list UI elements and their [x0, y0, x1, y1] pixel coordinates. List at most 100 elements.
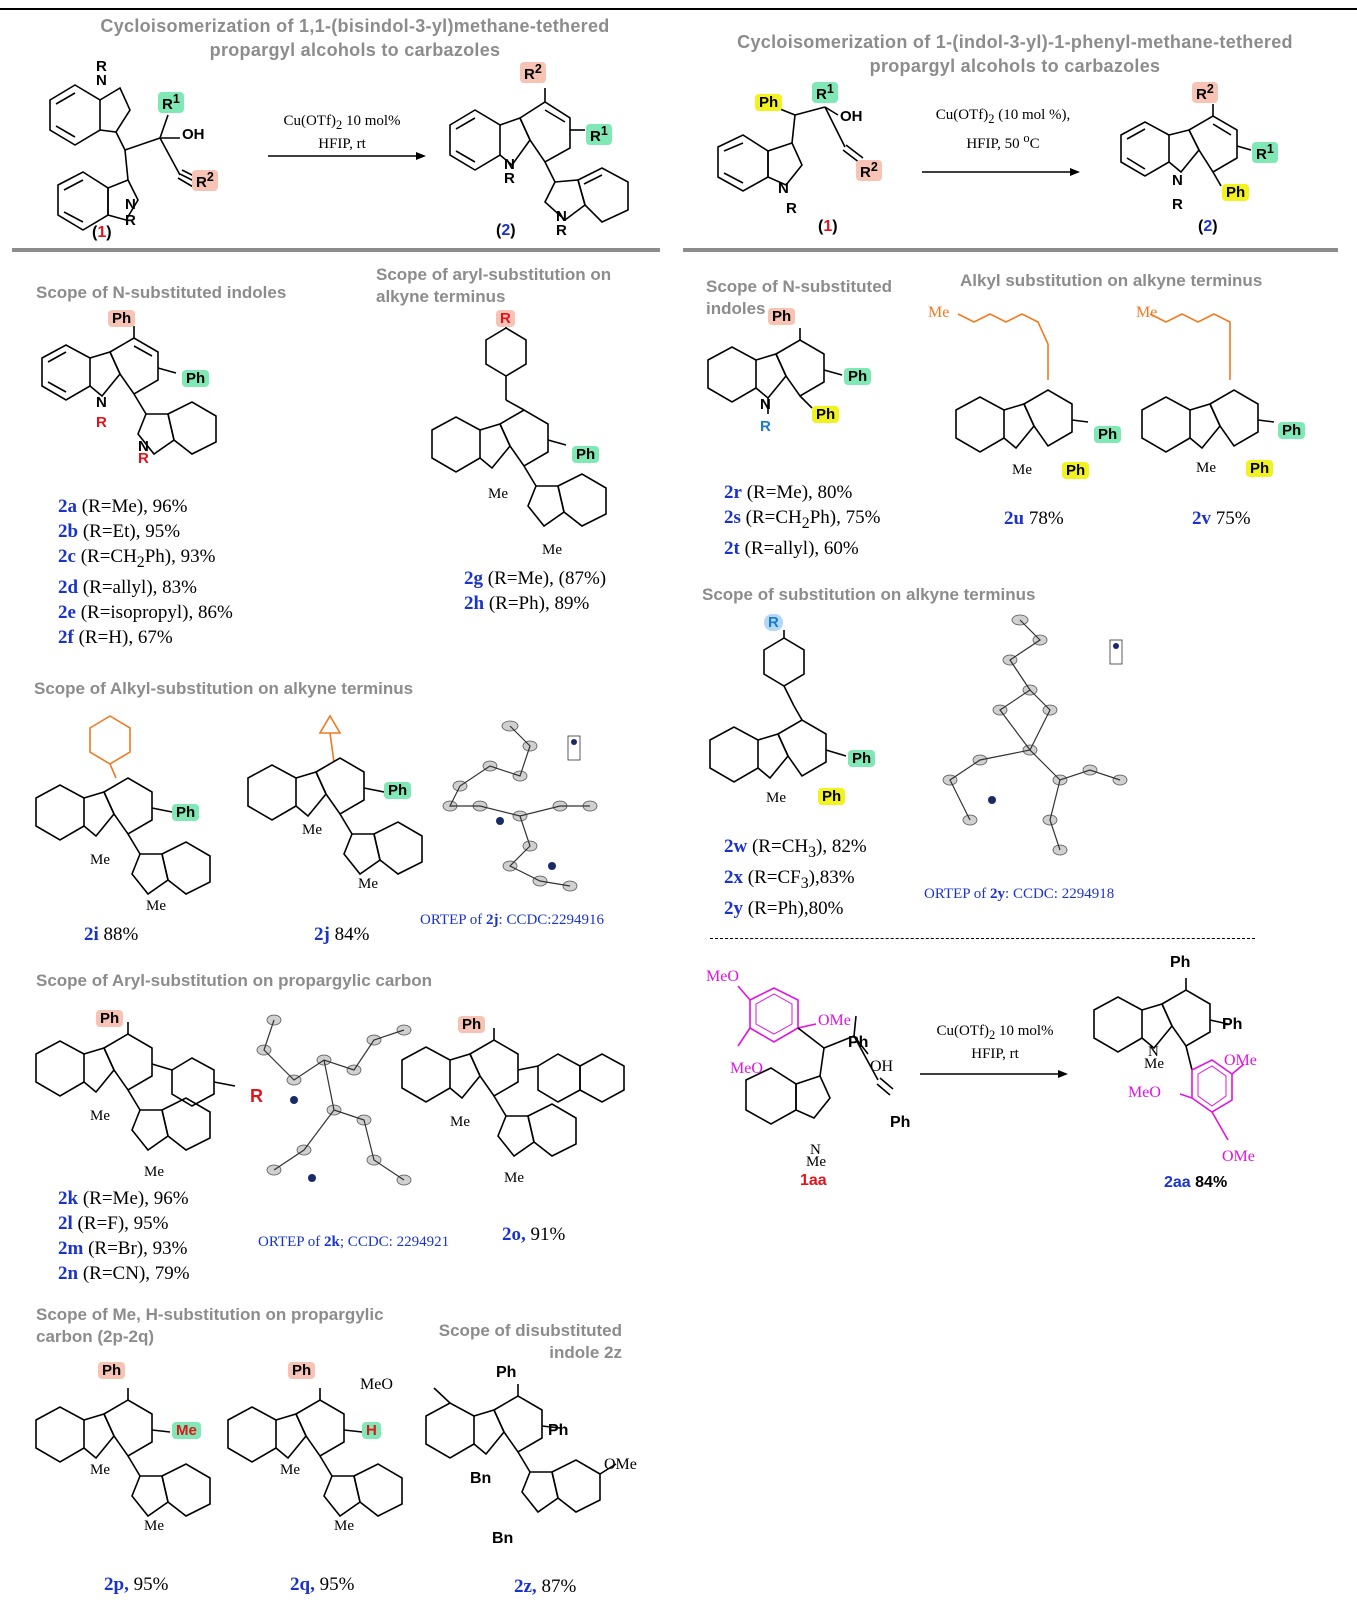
- r2-tag: R2: [520, 62, 546, 83]
- atom-label: R: [125, 212, 136, 229]
- meo-label: MeO: [360, 1376, 393, 1393]
- atom-label: N: [504, 156, 515, 173]
- bn-label: Bn: [470, 1470, 492, 1487]
- structure-2j: [247, 714, 423, 876]
- right-conditions: Cu(OTf)2 (10 mol %), HFIP, 50 oC: [935, 107, 1071, 152]
- ph-tag: Ph: [1062, 462, 1090, 479]
- ph-tag: Ph: [1246, 460, 1274, 477]
- right-divider: [683, 248, 1338, 252]
- me-label: Me: [90, 1462, 110, 1478]
- ph-tag: Ph: [1222, 184, 1250, 201]
- meo-label: MeO: [730, 1060, 763, 1077]
- left-reaction-arrow: [268, 152, 426, 160]
- ph-tag: Ph: [172, 804, 200, 821]
- me-label: Me: [334, 1518, 354, 1534]
- me-label: Me: [928, 304, 950, 321]
- oh-label: OH: [870, 1058, 894, 1075]
- me-label: Me: [90, 852, 110, 868]
- structure-2v: [1141, 313, 1275, 453]
- ph-tag: Ph: [768, 308, 796, 325]
- compound-list-2w-2y: 2w (R=CH3), 82% 2x (R=CF3),83% 2y (R=Ph)…: [724, 836, 867, 919]
- left-sm-label: (1): [92, 224, 112, 241]
- section-meh: Scope of Me, H-substitution on propargyl…: [36, 1305, 384, 1346]
- r-label: R: [96, 414, 107, 431]
- ph-label: Ph: [848, 1034, 869, 1051]
- structure-1aa: [737, 985, 894, 1125]
- ph-tag: Ph: [96, 1010, 124, 1027]
- atom-label: N: [778, 180, 789, 197]
- me-label: Me: [358, 876, 378, 892]
- structure-2r: [707, 328, 843, 414]
- me-label: Me: [144, 1518, 164, 1534]
- ph-tag: Ph: [572, 446, 600, 463]
- compound-2u: 2u 78%: [1004, 508, 1064, 529]
- ome-label: OMe: [818, 1012, 851, 1029]
- atom-label: R: [556, 222, 567, 239]
- right-sm-label: (1): [818, 218, 838, 235]
- me-label: Me: [488, 486, 508, 502]
- left-conditions: Cu(OTf)2 10 mol% HFIP, rt: [283, 113, 401, 152]
- meo-label: MeO: [1128, 1084, 1161, 1101]
- ortep-2k-caption: ORTEP of 2k; CCDC: 2294921: [258, 1234, 450, 1250]
- r2-tag: R2: [192, 170, 218, 191]
- ph-tag: Ph: [108, 310, 136, 327]
- ph-label: Ph: [1222, 1016, 1243, 1033]
- me-label: Me: [302, 822, 322, 838]
- atom-label: N: [96, 72, 107, 89]
- oh-label: OH: [182, 126, 205, 143]
- r-tag: R: [496, 310, 515, 327]
- me-label: Me: [1012, 462, 1032, 478]
- structure-2o: [401, 1028, 625, 1158]
- r-tag: R: [764, 614, 783, 631]
- ortep-2j-image: [442, 720, 598, 892]
- ph-tag: Ph: [288, 1362, 316, 1379]
- me-label: Me: [280, 1462, 300, 1478]
- compound-2o: 2o, 91%: [502, 1224, 566, 1245]
- r-label: R: [760, 418, 771, 435]
- right-product-label: (2): [1198, 218, 1218, 235]
- ph-tag: Ph: [818, 788, 846, 805]
- section-n-sub: Scope of N-substituted indoles: [36, 283, 287, 302]
- compound-list-2a-2f: 2a (R=Me), 96% 2b (R=Et), 95% 2c (R=CH2P…: [58, 496, 233, 648]
- r1-tag: R1: [158, 92, 184, 113]
- atom-label: N: [1148, 1044, 1159, 1060]
- compound-list-2r-2t: 2r (R=Me), 80% 2s (R=CH2Ph), 75% 2t (R=a…: [724, 482, 881, 559]
- atom-label: N: [96, 394, 107, 411]
- left-scheme-title: Cycloisomerization of 1,1-(bisindol-3-yl…: [100, 16, 610, 60]
- ph-tag: Ph: [848, 750, 876, 767]
- ph-label: Ph: [890, 1114, 911, 1131]
- atom-label: R: [1172, 196, 1183, 213]
- atom-label: N: [138, 438, 149, 455]
- structure-2u: [955, 313, 1089, 453]
- r1-tag: R1: [812, 82, 838, 103]
- ph-tag: Ph: [384, 782, 412, 799]
- me-tag: Me: [172, 1422, 201, 1439]
- right-sm-structure: [717, 104, 864, 192]
- me-label: Me: [806, 1154, 826, 1170]
- me-label: Me: [450, 1114, 470, 1130]
- structure-2p: [35, 1388, 211, 1518]
- atom-label: R: [96, 58, 107, 75]
- compound-1aa: 1aa: [800, 1172, 827, 1189]
- structure-2k: [35, 1022, 236, 1152]
- h-tag: H: [362, 1422, 381, 1439]
- compound-2q: 2q, 95%: [290, 1574, 355, 1595]
- r-label: R: [250, 1086, 263, 1106]
- ortep-2y-image: [942, 614, 1128, 856]
- me-label: Me: [766, 790, 786, 806]
- ome-label: OMe: [1224, 1052, 1257, 1069]
- r-label: R: [138, 450, 149, 467]
- final-reaction-arrow: [920, 1070, 1068, 1078]
- bn-label: Bn: [492, 1530, 514, 1547]
- atom-label: N: [1172, 172, 1183, 189]
- r1-tag: R1: [586, 124, 612, 145]
- ph-tag: Ph: [1094, 426, 1122, 443]
- ortep-2j-caption: ORTEP of 2j: CCDC:2294916: [420, 912, 604, 928]
- structure-2i: [35, 715, 211, 896]
- ph-tag: Ph: [844, 368, 872, 385]
- left-divider: [12, 248, 660, 252]
